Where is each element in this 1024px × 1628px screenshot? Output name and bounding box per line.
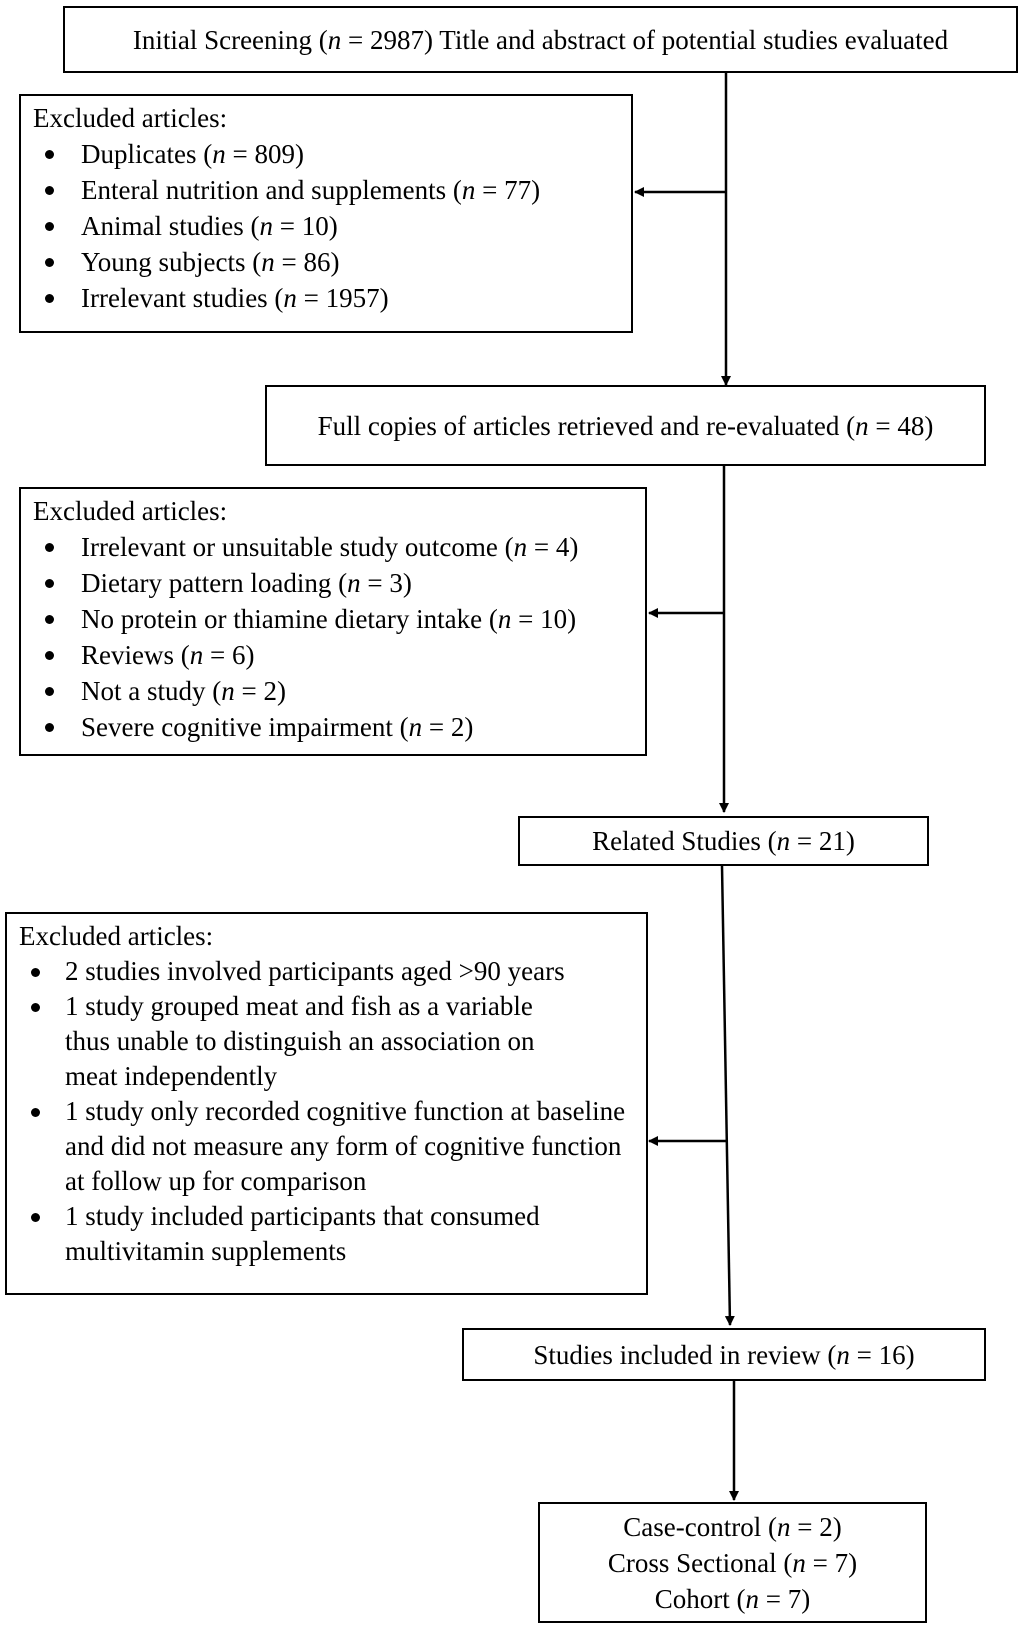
list-item: 1 study included participants that consu…: [19, 1199, 634, 1269]
list-item: Animal studies (n = 10): [33, 208, 631, 244]
excluded-heading: Excluded articles:: [19, 921, 214, 951]
excluded-heading: Excluded articles:: [33, 496, 228, 526]
case-control-text: Case-control (n = 2): [623, 1511, 842, 1542]
study-types-list: Case-control (n = 2) Cross Sectional (n …: [608, 1509, 857, 1617]
list-item: Irrelevant studies (n = 1957): [33, 280, 631, 316]
full-copies-text: Full copies of articles retrieved and re…: [317, 410, 934, 441]
excluded-articles-box-2: Excluded articles: Irrelevant or unsuita…: [19, 487, 647, 756]
list-item: Dietary pattern loading (n = 3): [33, 565, 645, 601]
related-studies-box: Related Studies (n = 21): [518, 816, 929, 866]
list-item: Duplicates (n = 809): [33, 136, 631, 172]
excluded-list-3: 2 studies involved participants aged >90…: [19, 954, 634, 1269]
list-item: Reviews (n = 6): [33, 637, 645, 673]
initial-screening-text: Initial Screening (n = 2987) Title and a…: [132, 24, 949, 55]
list-item: 1 study only recorded cognitive function…: [19, 1094, 634, 1199]
list-item: Not a study (n = 2): [33, 673, 645, 709]
list-item: Irrelevant or unsuitable study outcome (…: [33, 529, 645, 565]
studies-included-box: Studies included in review (n = 16): [462, 1328, 986, 1381]
list-item: 2 studies involved participants aged >90…: [19, 954, 634, 989]
studies-included-text: Studies included in review (n = 16): [533, 1339, 915, 1370]
list-item: Young subjects (n = 86): [33, 244, 631, 280]
cross-sectional-text: Cross Sectional (n = 7): [607, 1547, 858, 1578]
list-item: 1 study grouped meat and fish as a varia…: [19, 989, 634, 1094]
initial-screening-box: Initial Screening (n = 2987) Title and a…: [63, 6, 1018, 73]
cohort-text: Cohort (n = 7): [654, 1583, 811, 1614]
related-studies-text: Related Studies (n = 21): [592, 826, 855, 856]
study-types-box: Case-control (n = 2) Cross Sectional (n …: [538, 1502, 927, 1623]
excluded-articles-box-1: Excluded articles: Duplicates (n = 809) …: [19, 94, 633, 333]
arrow-to-included: [720, 865, 735, 1326]
excluded-list-2: Irrelevant or unsuitable study outcome (…: [33, 529, 645, 745]
list-item: Enteral nutrition and supplements (n = 7…: [33, 172, 631, 208]
excluded-articles-box-3: Excluded articles: 2 studies involved pa…: [5, 912, 648, 1295]
excluded-list-1: Duplicates (n = 809) Enteral nutrition a…: [33, 136, 631, 316]
excluded-heading: Excluded articles:: [33, 103, 228, 133]
list-item: No protein or thiamine dietary intake (n…: [33, 601, 645, 637]
list-item: Severe cognitive impairment (n = 2): [33, 709, 645, 745]
full-copies-box: Full copies of articles retrieved and re…: [265, 385, 986, 466]
